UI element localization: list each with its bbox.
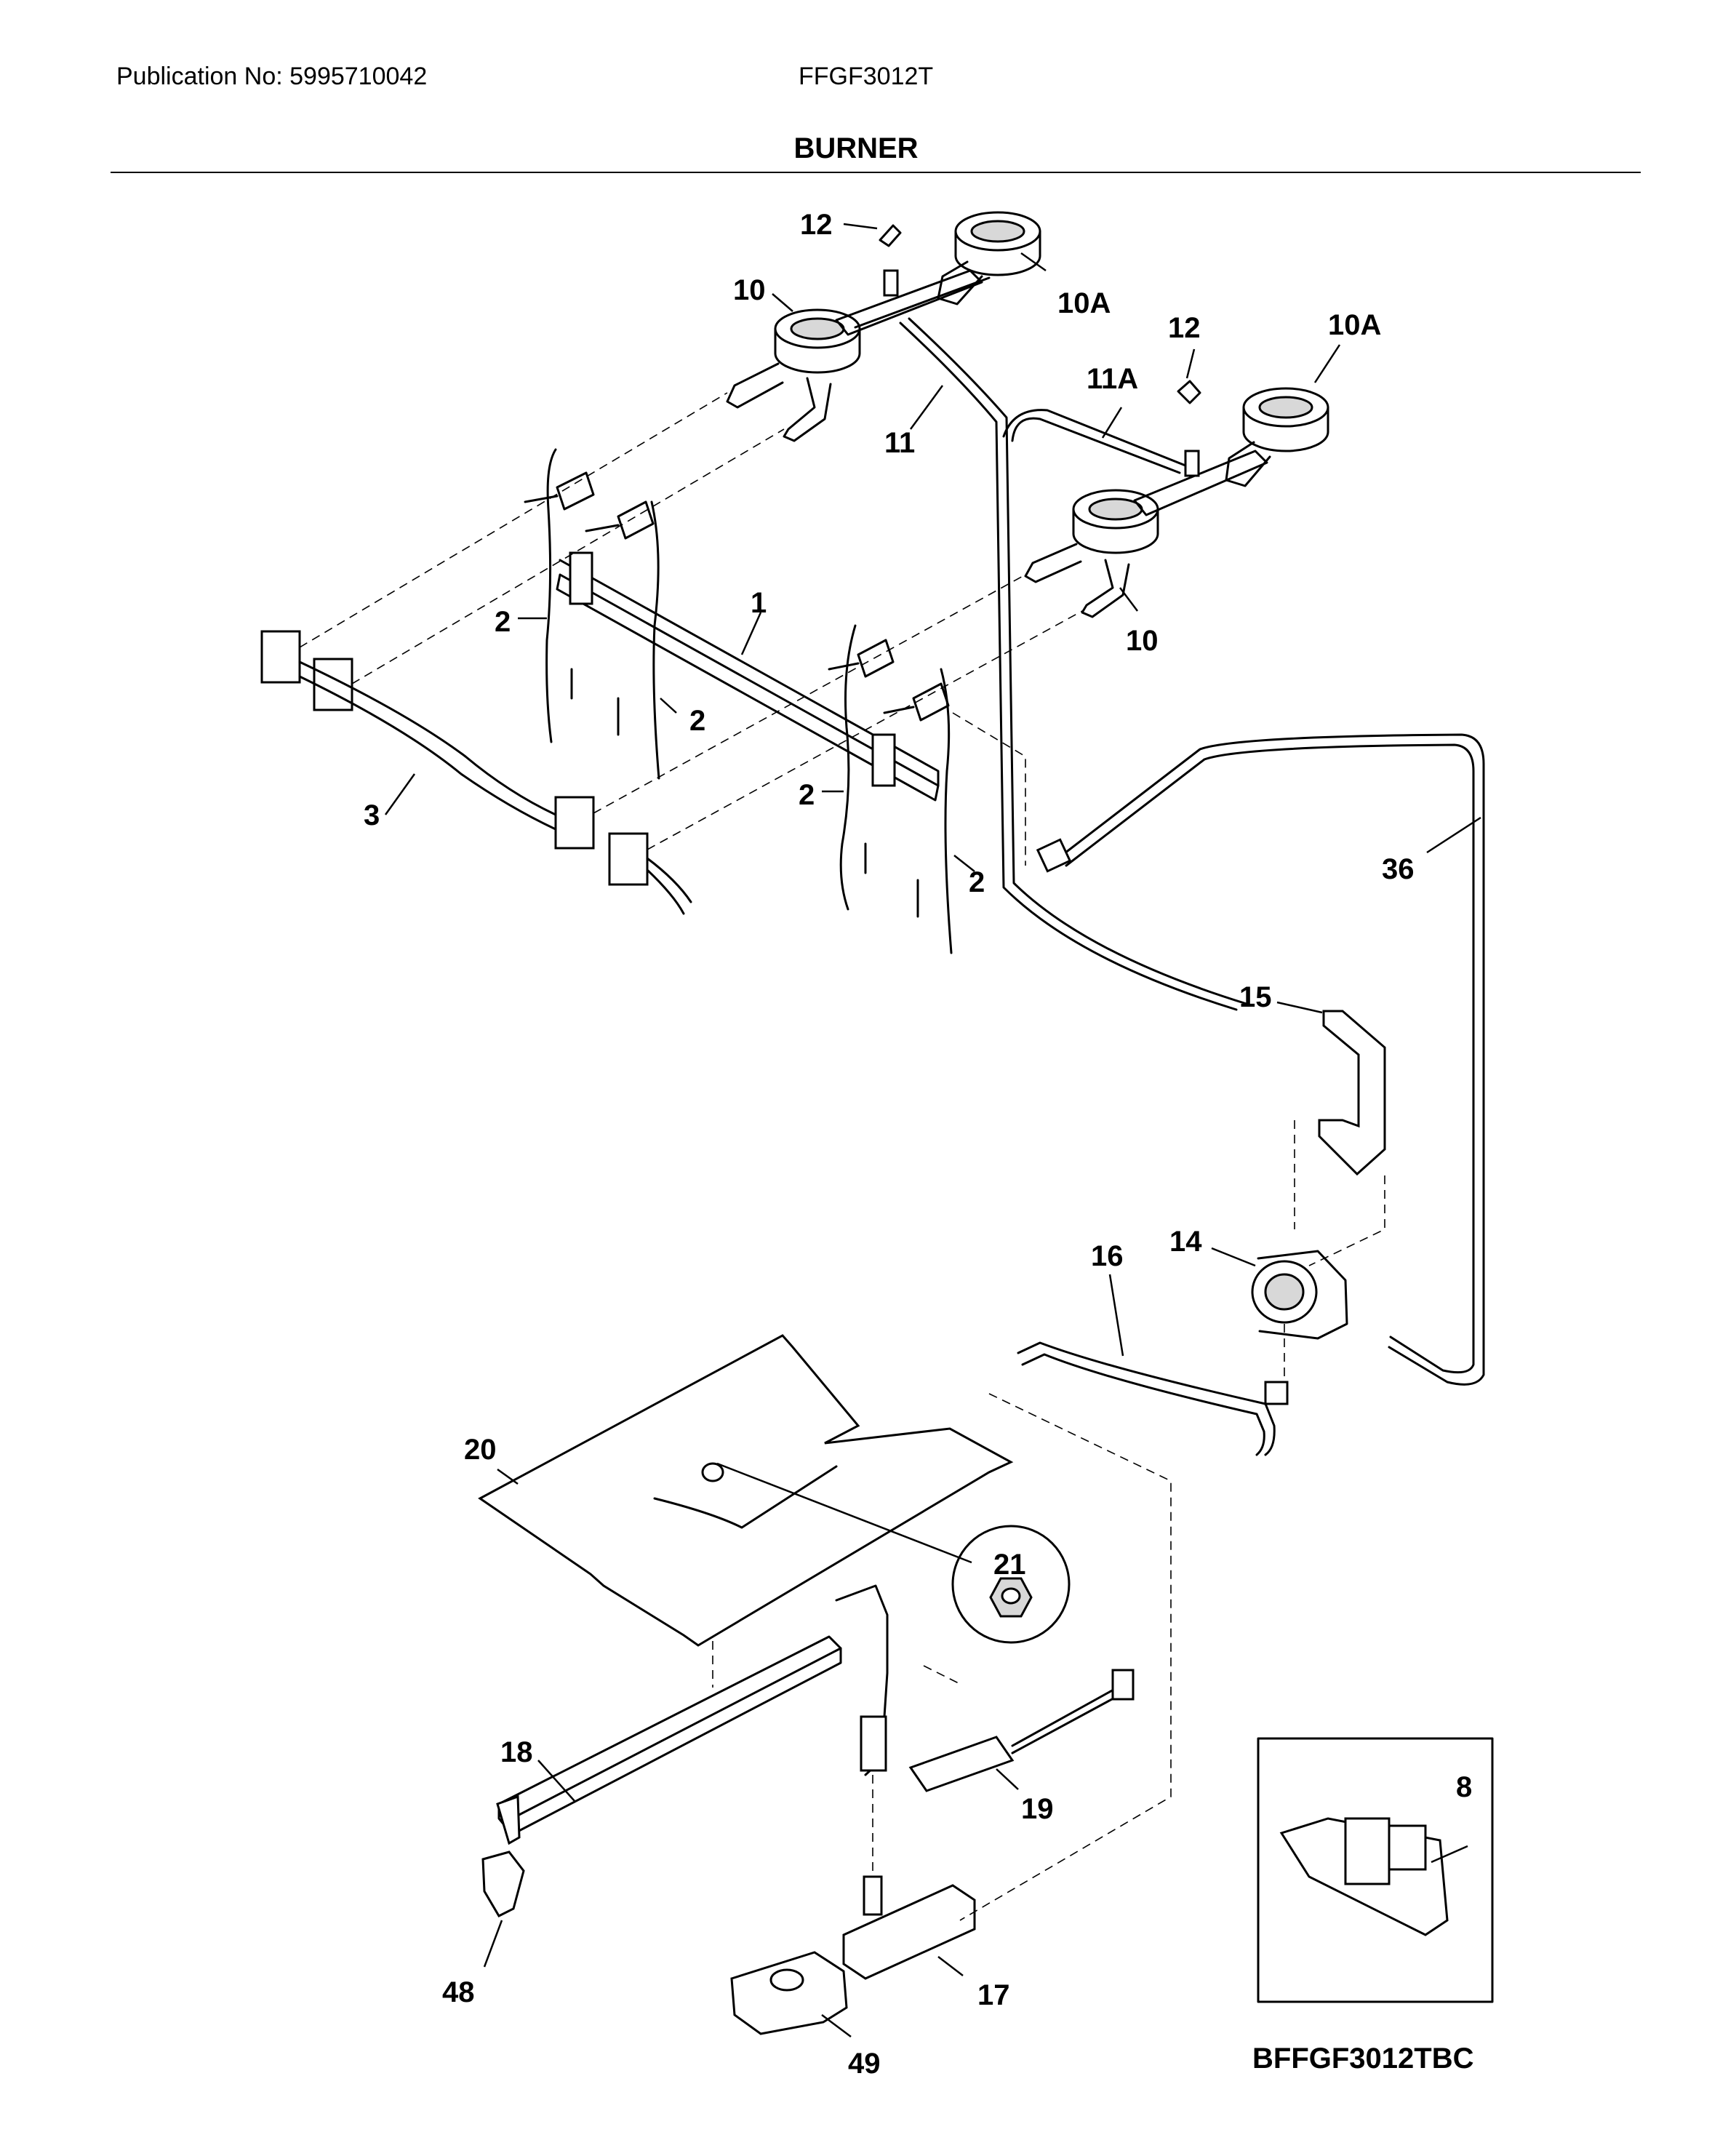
callout-20: 20 xyxy=(464,1434,497,1466)
publication-number: Publication No: 5995710042 xyxy=(116,63,428,90)
callout-48: 48 xyxy=(442,1976,475,2008)
manifold-and-valves xyxy=(524,448,953,954)
callout-49: 49 xyxy=(848,2048,881,2080)
callout-2-c: 2 xyxy=(799,779,815,811)
leader-lines xyxy=(384,223,1481,2037)
callout-12-right: 12 xyxy=(1168,312,1201,344)
alignment-lines xyxy=(299,392,1385,1921)
callout-10-top: 10 xyxy=(733,274,766,306)
callout-14: 14 xyxy=(1169,1226,1202,1258)
heat-shield xyxy=(478,1334,1071,1647)
callout-labels: 12 10 10A 12 10A 11A 11 10 1 2 2 2 2 3 3… xyxy=(364,209,1472,2080)
callout-3: 3 xyxy=(364,799,380,831)
callout-10A-top: 10A xyxy=(1057,287,1111,319)
callout-2-b: 2 xyxy=(689,705,705,737)
ignition-harness xyxy=(260,630,692,915)
callout-18: 18 xyxy=(500,1736,533,1768)
callout-11: 11 xyxy=(884,427,915,459)
top-burner-assembly-left xyxy=(726,211,1041,442)
callout-2-d: 2 xyxy=(969,866,985,898)
callout-12-top: 12 xyxy=(800,209,833,241)
gas-tubes xyxy=(899,317,1485,1386)
top-burner-assembly-right xyxy=(1024,380,1329,618)
callout-19: 19 xyxy=(1021,1793,1054,1825)
callout-11A: 11A xyxy=(1087,363,1138,395)
inset-switch-box xyxy=(1257,1737,1494,2003)
page-title: BURNER xyxy=(793,132,919,164)
bracket-and-regulator xyxy=(1017,1010,1386,1456)
callout-10A-right: 10A xyxy=(1328,309,1381,341)
callout-8: 8 xyxy=(1456,1771,1472,1803)
header-divider xyxy=(111,172,1641,173)
callout-21: 21 xyxy=(993,1549,1026,1581)
callout-36: 36 xyxy=(1382,853,1415,885)
callout-1: 1 xyxy=(751,587,767,619)
oven-burner xyxy=(481,1584,1135,2035)
diagram-code: BFFGF3012TBC xyxy=(1252,2043,1474,2075)
callout-15: 15 xyxy=(1239,981,1272,1013)
model-number: FFGF3012T xyxy=(799,63,934,90)
callout-2-a: 2 xyxy=(495,606,511,638)
callout-16: 16 xyxy=(1091,1240,1124,1272)
callout-10-right: 10 xyxy=(1126,625,1159,657)
callout-17: 17 xyxy=(977,1979,1010,2011)
